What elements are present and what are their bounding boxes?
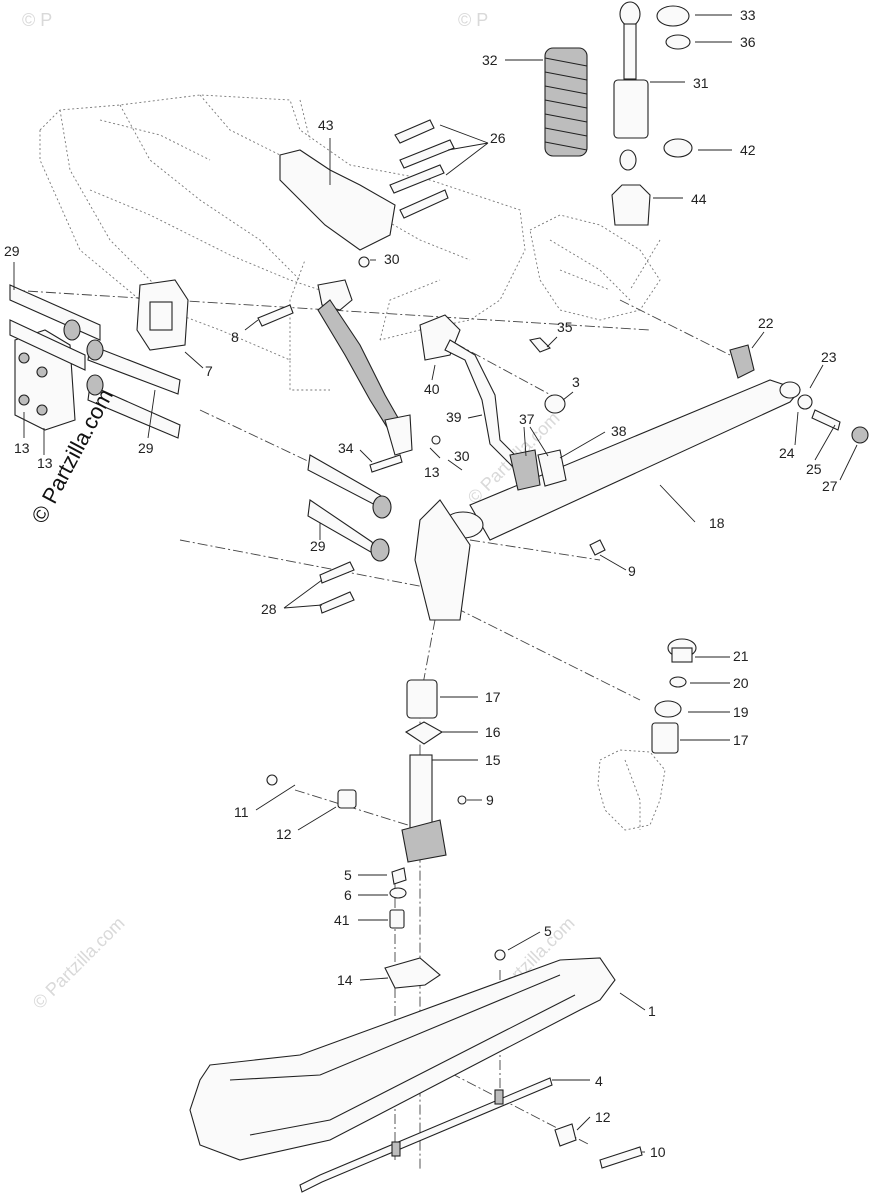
callout-9-bottom: 9 [486,792,494,808]
callout-23: 23 [821,349,837,365]
callout-40: 40 [424,381,440,397]
callout-3: 3 [572,374,580,390]
callout-22: 22 [758,315,774,331]
callout-13-left: 13 [14,440,30,456]
callout-43: 43 [318,117,334,133]
callout-15: 15 [485,752,501,768]
trailing-arm [414,337,869,621]
sway-bar-arm [419,314,567,491]
callout-18: 18 [709,515,725,531]
callout-27: 27 [822,478,838,494]
callout-14: 14 [337,972,353,988]
callout-34: 34 [338,440,354,456]
callout-5-right: 5 [544,923,552,939]
shock-components [544,1,693,226]
callout-20: 20 [733,675,749,691]
callout-37: 37 [519,411,535,427]
callout-36: 36 [740,34,756,50]
callout-6: 6 [344,887,352,903]
callout-31: 31 [693,75,709,91]
callout-17-center: 17 [485,689,501,705]
callout-39: 39 [446,409,462,425]
callout-11: 11 [234,804,249,820]
callouts: 33 36 32 31 42 44 43 26 30 8 7 29 13 13 … [4,7,838,1160]
watermark-faint-top-mid: © P [458,10,488,30]
watermark-faint-top-left: © P [22,10,52,30]
ski-assembly [189,949,643,1193]
callout-9-top: 9 [628,563,636,579]
center-shock-absorber [317,256,441,473]
callout-19: 19 [733,704,749,720]
callout-7: 7 [205,363,213,379]
callout-17-right: 17 [733,732,749,748]
radius-rods [307,454,392,614]
callout-5-left: 5 [344,867,352,883]
callout-29-bottom: 29 [310,538,326,554]
callout-44: 44 [691,191,707,207]
callout-29-top: 29 [4,243,20,259]
callout-10: 10 [650,1144,666,1160]
callout-8: 8 [231,329,239,345]
leader-lines [13,14,858,1153]
callout-29-mid: 29 [138,440,154,456]
callout-12-top: 12 [276,826,292,842]
bracket-and-bolts [257,119,455,327]
callout-25: 25 [806,461,822,477]
callout-13-mid: 13 [37,455,53,471]
callout-28: 28 [261,601,277,617]
callout-42: 42 [740,142,756,158]
callout-41: 41 [334,912,350,928]
callout-21: 21 [733,648,749,664]
callout-35: 35 [557,319,573,335]
callout-30-top: 30 [384,251,400,267]
callout-38: 38 [611,423,627,439]
watermark-faint-bottom-left: © Partzilla.com [29,913,129,1013]
callout-16: 16 [485,724,501,740]
callout-13-right: 13 [424,464,440,480]
callout-24: 24 [779,445,795,461]
callout-33: 33 [740,7,756,23]
callout-30-mid: 30 [454,448,470,464]
callout-12-bottom: 12 [595,1109,611,1125]
callout-32: 32 [482,52,498,68]
callout-1: 1 [648,1003,656,1019]
spindle-bushing-stack [651,638,697,754]
mounting-plate-assembly [9,279,189,439]
callout-26: 26 [490,130,506,146]
spindle-assembly [266,679,467,929]
callout-4: 4 [595,1073,603,1089]
